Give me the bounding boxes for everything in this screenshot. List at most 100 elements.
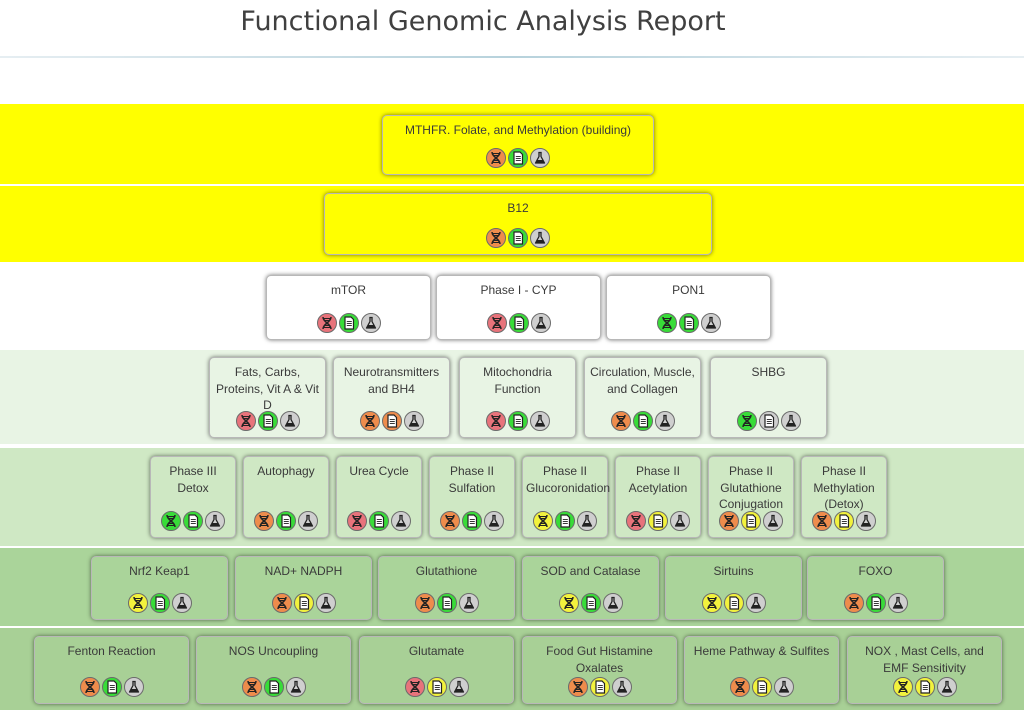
report-status-icon[interactable] xyxy=(723,593,744,613)
lab-status-icon[interactable] xyxy=(448,677,469,697)
lab-status-icon[interactable] xyxy=(391,511,411,531)
lab-status-icon[interactable] xyxy=(611,677,632,697)
pathway-card[interactable]: Phase I - CYP xyxy=(436,275,601,340)
report-status-icon[interactable] xyxy=(508,148,528,168)
lab-status-icon[interactable] xyxy=(403,411,424,431)
dna-status-icon[interactable] xyxy=(241,677,262,697)
report-status-icon[interactable] xyxy=(580,593,601,613)
lab-status-icon[interactable] xyxy=(602,593,623,613)
pathway-card[interactable]: Circulation, Muscle, and Collagen xyxy=(584,357,701,438)
report-status-icon[interactable] xyxy=(149,593,170,613)
report-status-icon[interactable] xyxy=(865,593,886,613)
dna-status-icon[interactable] xyxy=(271,593,292,613)
lab-status-icon[interactable] xyxy=(315,593,336,613)
lab-status-icon[interactable] xyxy=(700,313,721,333)
pathway-card[interactable]: Glutathione xyxy=(378,556,515,620)
report-status-icon[interactable] xyxy=(462,511,482,531)
pathway-card[interactable]: Mitochondria Function xyxy=(459,357,576,438)
dna-status-icon[interactable] xyxy=(127,593,148,613)
lab-status-icon[interactable] xyxy=(745,593,766,613)
report-status-icon[interactable] xyxy=(436,593,457,613)
lab-status-icon[interactable] xyxy=(670,511,690,531)
lab-status-icon[interactable] xyxy=(654,411,675,431)
pathway-card[interactable]: Phase II Glucoronidation xyxy=(522,456,610,538)
lab-status-icon[interactable] xyxy=(530,228,550,248)
report-status-icon[interactable] xyxy=(183,511,203,531)
pathway-card[interactable]: Phase II Methylation (Detox) xyxy=(801,456,887,538)
dna-status-icon[interactable] xyxy=(486,313,507,333)
pathway-card[interactable]: Fats, Carbs, Proteins, Vit A & Vit D xyxy=(209,357,326,438)
lab-status-icon[interactable] xyxy=(298,511,318,531)
lab-status-icon[interactable] xyxy=(856,511,876,531)
dna-status-icon[interactable] xyxy=(161,511,181,531)
pathway-card[interactable]: SHBG xyxy=(710,357,827,438)
lab-status-icon[interactable] xyxy=(171,593,192,613)
lab-status-icon[interactable] xyxy=(577,511,597,531)
lab-status-icon[interactable] xyxy=(773,677,794,697)
report-status-icon[interactable] xyxy=(914,677,935,697)
pathway-card[interactable]: Nrf2 Keap1 xyxy=(91,556,228,620)
pathway-card[interactable]: Phase II Glutathione Conjugation xyxy=(708,456,794,538)
pathway-card[interactable]: B12 xyxy=(324,193,712,255)
pathway-card[interactable]: Sirtuins xyxy=(665,556,802,620)
report-status-icon[interactable] xyxy=(508,228,528,248)
report-status-icon[interactable] xyxy=(508,313,529,333)
report-status-icon[interactable] xyxy=(276,511,296,531)
dna-status-icon[interactable] xyxy=(892,677,913,697)
lab-status-icon[interactable] xyxy=(484,511,504,531)
report-status-icon[interactable] xyxy=(426,677,447,697)
dna-status-icon[interactable] xyxy=(533,511,553,531)
pathway-card[interactable]: NOS Uncoupling xyxy=(196,636,351,704)
dna-status-icon[interactable] xyxy=(843,593,864,613)
lab-status-icon[interactable] xyxy=(285,677,306,697)
dna-status-icon[interactable] xyxy=(701,593,722,613)
dna-status-icon[interactable] xyxy=(486,228,506,248)
lab-status-icon[interactable] xyxy=(279,411,300,431)
dna-status-icon[interactable] xyxy=(347,511,367,531)
lab-status-icon[interactable] xyxy=(530,148,550,168)
lab-status-icon[interactable] xyxy=(458,593,479,613)
pathway-card[interactable]: mTOR xyxy=(266,275,431,340)
dna-status-icon[interactable] xyxy=(79,677,100,697)
report-status-icon[interactable] xyxy=(678,313,699,333)
report-status-icon[interactable] xyxy=(632,411,653,431)
report-status-icon[interactable] xyxy=(263,677,284,697)
report-status-icon[interactable] xyxy=(758,411,779,431)
dna-status-icon[interactable] xyxy=(729,677,750,697)
lab-status-icon[interactable] xyxy=(780,411,801,431)
pathway-card[interactable]: Phase II Acetylation xyxy=(615,456,701,538)
dna-status-icon[interactable] xyxy=(610,411,631,431)
dna-status-icon[interactable] xyxy=(414,593,435,613)
pathway-card[interactable]: Fenton Reaction xyxy=(34,636,189,704)
dna-status-icon[interactable] xyxy=(567,677,588,697)
dna-status-icon[interactable] xyxy=(558,593,579,613)
report-status-icon[interactable] xyxy=(338,313,359,333)
pathway-card[interactable]: Phase II Sulfation xyxy=(429,456,515,538)
dna-status-icon[interactable] xyxy=(235,411,256,431)
lab-status-icon[interactable] xyxy=(360,313,381,333)
lab-status-icon[interactable] xyxy=(530,313,551,333)
report-status-icon[interactable] xyxy=(555,511,575,531)
report-status-icon[interactable] xyxy=(741,511,761,531)
report-status-icon[interactable] xyxy=(751,677,772,697)
pathway-card[interactable]: FOXO xyxy=(807,556,944,620)
lab-status-icon[interactable] xyxy=(529,411,550,431)
pathway-card[interactable]: SOD and Catalase xyxy=(522,556,659,620)
lab-status-icon[interactable] xyxy=(123,677,144,697)
dna-status-icon[interactable] xyxy=(736,411,757,431)
pathway-card[interactable]: Phase III Detox xyxy=(150,456,236,538)
pathway-card[interactable]: Glutamate xyxy=(359,636,514,704)
report-status-icon[interactable] xyxy=(381,411,402,431)
report-status-icon[interactable] xyxy=(369,511,389,531)
dna-status-icon[interactable] xyxy=(254,511,274,531)
lab-status-icon[interactable] xyxy=(887,593,908,613)
dna-status-icon[interactable] xyxy=(486,148,506,168)
dna-status-icon[interactable] xyxy=(485,411,506,431)
pathway-card[interactable]: Urea Cycle xyxy=(336,456,422,538)
report-status-icon[interactable] xyxy=(648,511,668,531)
report-status-icon[interactable] xyxy=(589,677,610,697)
dna-status-icon[interactable] xyxy=(316,313,337,333)
dna-status-icon[interactable] xyxy=(812,511,832,531)
report-status-icon[interactable] xyxy=(507,411,528,431)
pathway-card[interactable]: Neurotransmitters and BH4 xyxy=(333,357,450,438)
